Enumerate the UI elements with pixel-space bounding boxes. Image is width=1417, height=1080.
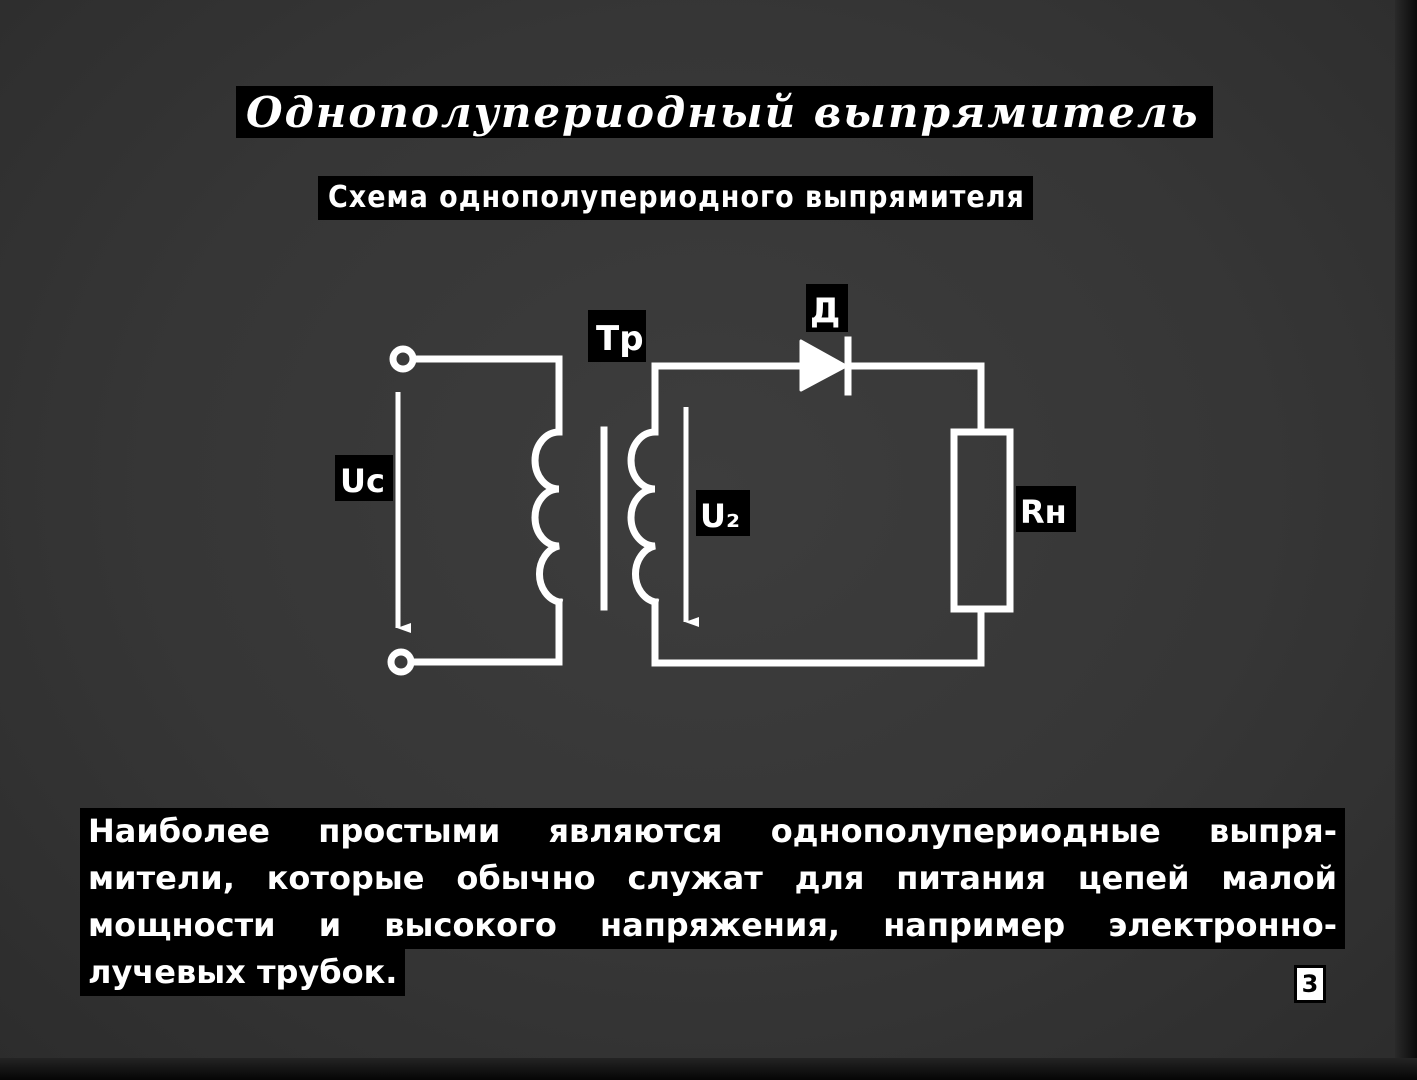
caption-text: Наиболее простыми являются однополуперио… <box>80 808 1345 1009</box>
diode-label-box <box>806 284 848 332</box>
caption-line: мители, которые обычно служат для питани… <box>80 855 1345 902</box>
secondary-voltage-label-box <box>696 490 750 536</box>
load-resistor-body <box>950 428 1014 613</box>
primary-winding <box>531 428 564 607</box>
caption-line: мощности и высокого напряжения, например… <box>80 902 1345 949</box>
transformer-label-box <box>588 310 646 362</box>
load-resistor-label: Rн <box>1020 493 1067 531</box>
page-number: 3 <box>1294 965 1326 1003</box>
transformer-label: Тр <box>596 319 644 359</box>
slide-title: Однополупериодный выпрямитель <box>236 86 1214 138</box>
secondary-wire <box>651 362 985 667</box>
slide-subtitle: Схема однополупериодного выпрямителя <box>318 176 1033 220</box>
secondary-voltage-label: U₂ <box>700 497 740 535</box>
caption-line: лучевых трубок. <box>80 949 406 996</box>
diode-triangle <box>799 339 848 392</box>
input-voltage-label-box <box>335 455 393 501</box>
film-edge-bottom <box>0 1058 1417 1080</box>
input-voltage-label: Uс <box>340 462 385 500</box>
caption-line: Наиболее простыми являются однополуперио… <box>80 808 1345 855</box>
secondary-winding <box>627 428 660 607</box>
load-resistor-label-box <box>1016 486 1076 532</box>
primary-wire <box>407 355 563 666</box>
diode-label: Д <box>810 291 840 331</box>
film-edge-right <box>1395 0 1417 1080</box>
